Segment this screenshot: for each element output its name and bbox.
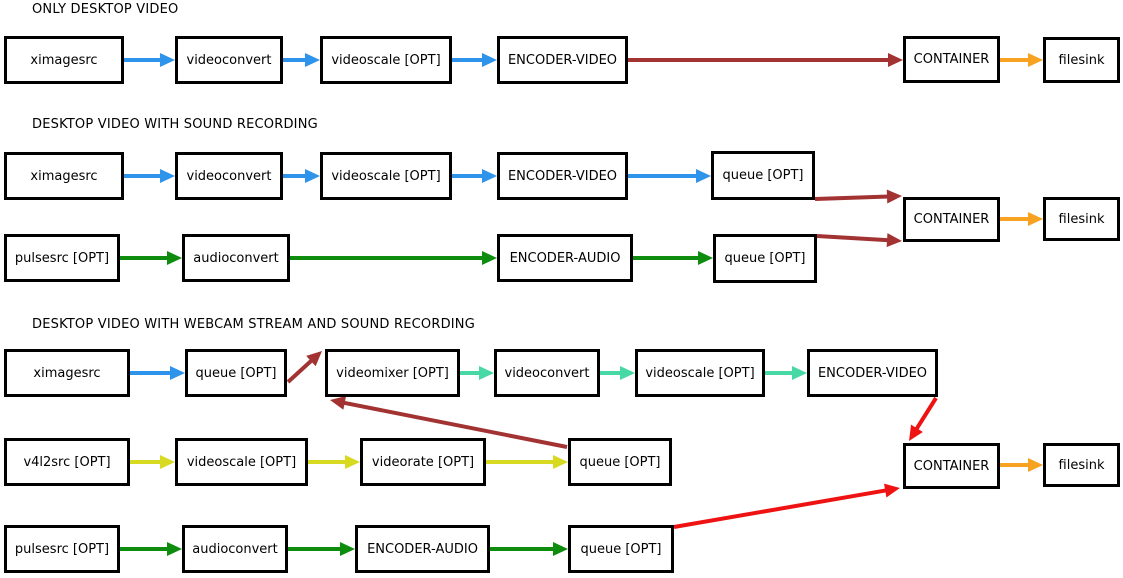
arrow-green <box>633 251 713 265</box>
arrow-blue <box>130 366 185 380</box>
node-videoscale-opt: videoscale [OPT] <box>635 349 765 397</box>
arrow-yellow <box>486 455 568 469</box>
node-queue-opt: queue [OPT] <box>185 349 287 397</box>
arrow-blue <box>452 169 497 183</box>
node-container: CONTAINER <box>903 443 1000 489</box>
node-queue-opt: queue [OPT] <box>568 438 672 486</box>
arrow-green <box>290 251 497 265</box>
node-container: CONTAINER <box>903 36 1000 83</box>
node-videoconvert: videoconvert <box>175 152 283 200</box>
node-filesink: filesink <box>1043 37 1120 83</box>
node-container: CONTAINER <box>903 197 1000 242</box>
arrow-darkred <box>814 189 902 204</box>
node-encoder-video: ENCODER-VIDEO <box>497 152 628 200</box>
arrow-blue <box>283 169 320 183</box>
node-videoscale-opt: videoscale [OPT] <box>175 438 308 486</box>
arrow-green <box>120 251 182 265</box>
node-pulsesrc-opt: pulsesrc [OPT] <box>4 234 120 282</box>
arrow-darkred <box>628 53 903 67</box>
node-queue-opt: queue [OPT] <box>711 151 815 200</box>
arrow-red <box>909 396 938 441</box>
node-videoscale-opt: videoscale [OPT] <box>320 36 452 84</box>
node-filesink: filesink <box>1043 443 1120 487</box>
arrow-turquoise <box>460 366 494 380</box>
arrow-yellow <box>130 455 175 469</box>
node-ximagesrc: ximagesrc <box>4 36 124 84</box>
node-videoscale-opt: videoscale [OPT] <box>320 152 452 200</box>
node-encoder-video: ENCODER-VIDEO <box>497 36 628 84</box>
arrow-darkred <box>816 233 902 248</box>
arrow-turquoise <box>765 366 807 380</box>
arrow-blue <box>283 53 320 67</box>
node-ximagesrc: ximagesrc <box>4 349 130 397</box>
node-videoconvert: videoconvert <box>175 36 283 84</box>
arrow-orange <box>1000 53 1043 67</box>
arrow-orange <box>1000 458 1043 472</box>
node-videorate-opt: videorate [OPT] <box>360 438 486 486</box>
arrow-turquoise <box>600 366 635 380</box>
arrow-green <box>288 542 355 556</box>
arrow-blue <box>628 169 711 183</box>
section-title-only-desktop-video: ONLY DESKTOP VIDEO <box>32 2 179 17</box>
section-title-desktop-video-with: DESKTOP VIDEO WITH SOUND RECORDING <box>32 117 318 132</box>
node-videoconvert: videoconvert <box>494 349 600 397</box>
node-v4l2src-opt: v4l2src [OPT] <box>4 438 130 486</box>
arrow-orange <box>1000 212 1043 226</box>
node-pulsesrc-opt: pulsesrc [OPT] <box>4 525 120 573</box>
node-encoder-audio: ENCODER-AUDIO <box>497 234 633 282</box>
node-videomixer-opt: videomixer [OPT] <box>325 349 460 397</box>
node-audioconvert: audioconvert <box>182 234 290 282</box>
node-ximagesrc: ximagesrc <box>4 152 124 200</box>
arrow-red <box>673 483 900 529</box>
arrow-green <box>490 542 568 556</box>
arrow-blue <box>452 53 497 67</box>
node-queue-opt: queue [OPT] <box>568 525 674 573</box>
arrow-yellow <box>308 455 360 469</box>
arrow-darkred <box>286 351 322 384</box>
arrow-blue <box>124 53 175 67</box>
node-filesink: filesink <box>1043 197 1120 241</box>
section-title-desktop-video-with: DESKTOP VIDEO WITH WEBCAM STREAM AND SOU… <box>32 317 476 332</box>
node-encoder-audio: ENCODER-AUDIO <box>355 525 490 573</box>
arrow-blue <box>124 169 175 183</box>
node-audioconvert: audioconvert <box>182 525 288 573</box>
node-queue-opt: queue [OPT] <box>713 234 817 283</box>
arrow-green <box>120 542 182 556</box>
node-encoder-video: ENCODER-VIDEO <box>807 349 938 397</box>
